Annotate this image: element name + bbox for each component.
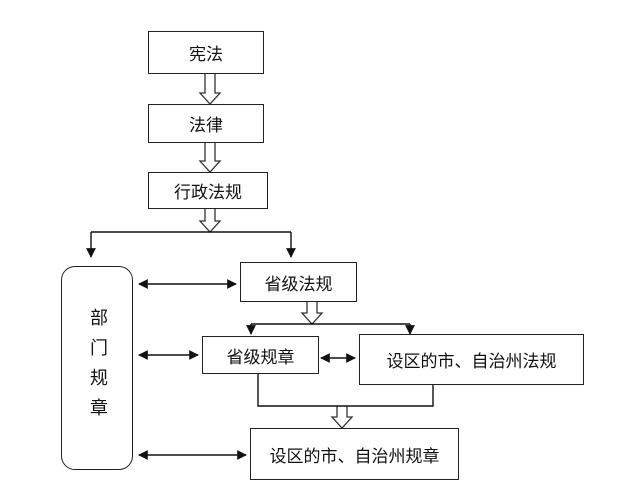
node-provincial-regulations: 省级法规	[240, 262, 357, 302]
node-provincial-rules-label: 省级规章	[226, 347, 295, 368]
branch-provincial-regulations	[246, 323, 415, 335]
node-admin-regulations-label: 行政法规	[174, 183, 242, 203]
node-admin-regulations: 行政法规	[148, 172, 268, 209]
node-provincial-rules: 省级规章	[202, 336, 319, 374]
hollow-arrow-to-city-rules	[330, 406, 354, 429]
node-law: 法律	[148, 104, 264, 143]
node-city-rules-label: 设区的市、自治州规章	[269, 446, 440, 467]
node-city-regulations-label: 设区的市、自治州法规	[386, 352, 557, 372]
node-law-label: 法律	[189, 116, 223, 136]
node-constitution-label: 宪法	[189, 45, 223, 65]
node-constitution: 宪法	[148, 31, 264, 74]
branch-admin-regulations	[86, 231, 296, 258]
hollow-arrow-law-to-admin	[198, 143, 222, 173]
hollow-arrow-admin-down	[198, 209, 222, 233]
hollow-arrow-provincial-down	[300, 302, 324, 325]
node-department-rules-label: 部门规章	[87, 308, 108, 428]
hollow-arrow-constitution-to-law	[198, 74, 222, 105]
node-provincial-regulations-label: 省级法规	[264, 274, 333, 295]
node-city-rules: 设区的市、自治州规章	[250, 428, 459, 480]
merge-bracket	[257, 374, 434, 407]
node-department-rules: 部门规章	[61, 266, 133, 470]
node-city-regulations: 设区的市、自治州法规	[359, 334, 584, 385]
